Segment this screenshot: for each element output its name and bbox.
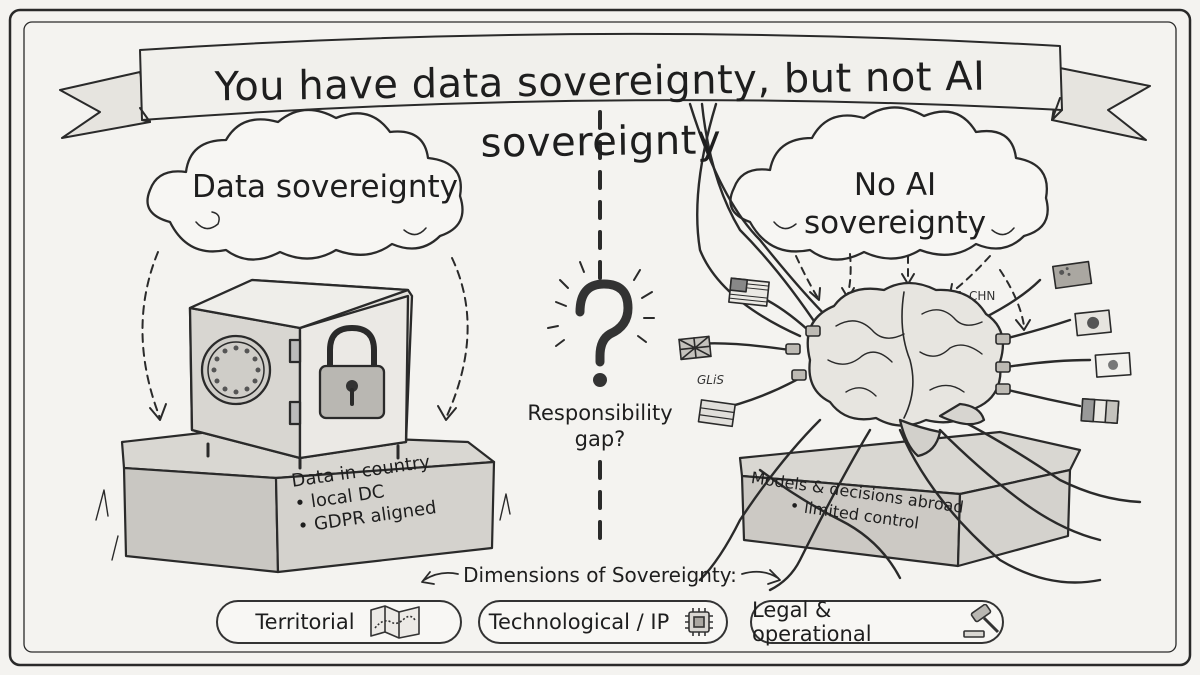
map-icon	[369, 605, 420, 639]
inner-frame	[23, 21, 1177, 653]
uk-flag-icon	[678, 335, 712, 361]
eu-safe-icon	[188, 278, 414, 470]
right-plinth	[738, 430, 1082, 568]
cables	[688, 102, 1142, 592]
question-mark-icon	[547, 261, 655, 387]
eu-stars	[211, 345, 261, 395]
stripe-flag-icon	[697, 399, 737, 428]
legal-operational-pill: Legal & operational	[750, 598, 1004, 646]
left-arrow-1	[141, 251, 161, 419]
tricolor-flag-icon	[1080, 397, 1120, 425]
cable-plugs	[785, 325, 1011, 395]
dimensions-arrows	[421, 569, 781, 585]
responsibility-gap-label: Responsibility gap?	[527, 401, 673, 451]
technological-ip-label: Technological / IP	[488, 610, 670, 634]
left-arrow-2	[445, 257, 469, 419]
dimensions-heading: Dimensions of Sovereignty:	[463, 563, 737, 587]
japan-flag-icon	[1094, 351, 1132, 378]
data-sovereignty-label: Data sovereignty	[192, 169, 458, 205]
territorial-pill: Territorial	[216, 600, 462, 644]
title-banner	[59, 32, 1151, 141]
glis-label: GLiS	[697, 373, 724, 387]
chn-label: CHN	[969, 289, 996, 303]
gavel-icon	[963, 604, 1000, 638]
technological-ip-pill: Technological / IP	[478, 600, 728, 644]
outer-frame	[8, 8, 1192, 667]
legal-operational-label: Legal & operational	[752, 598, 872, 646]
banner-title: You have data sovereignty, but not AI so…	[214, 53, 986, 167]
brain-icon	[806, 281, 1005, 458]
right-cloud	[729, 106, 1049, 261]
circle-flag-icon	[1074, 309, 1112, 337]
usa-flag-icon	[728, 277, 770, 307]
left-cloud	[146, 108, 464, 261]
china-flag-icon	[1051, 260, 1093, 290]
no-ai-sovereignty-label: No AI sovereignty	[803, 167, 987, 241]
territorial-label: Territorial	[255, 610, 355, 634]
chip-icon	[685, 608, 714, 636]
